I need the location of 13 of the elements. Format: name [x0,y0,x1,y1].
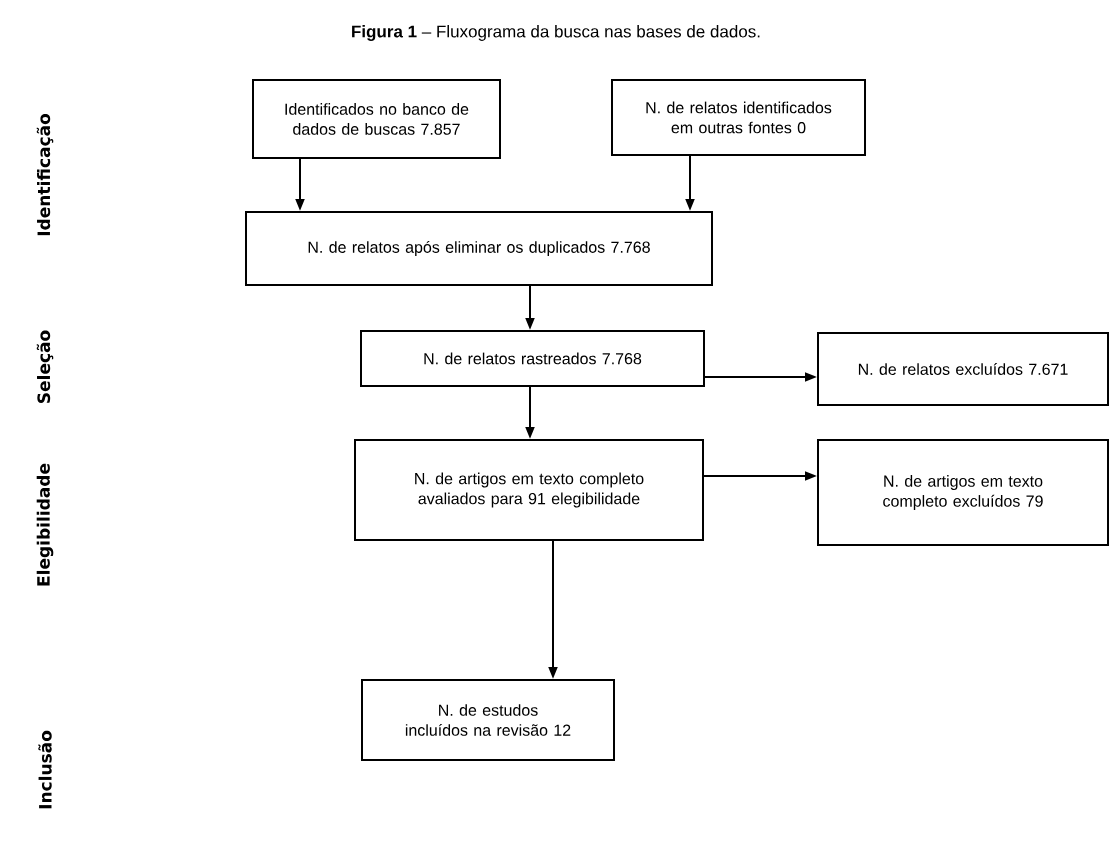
figure-title: Figura 1 – Fluxograma da busca nas bases de dados. [352,25,760,41]
stage-label: Seleção [36,330,54,403]
process-box: N. de relatos rastreados 7.768 [360,330,705,387]
process-box: N. de artigos em texto completo avaliados para 91 elegibilidade [354,439,704,541]
process-box: Identificados no banco de dados de buscas 7.857 [252,79,501,159]
process-box: N. de relatos excluídos 7.671 [817,332,1109,406]
process-box: N. de relatos identificados em outras fontes 0 [611,79,866,156]
process-box: N. de relatos após eliminar os duplicados 7.768 [245,211,713,286]
stage-label: Elegibilidade [36,463,54,586]
process-box: N. de artigos em texto completo excluídos 79 [817,439,1109,546]
stage-label: Inclusão [38,730,52,809]
process-box: N. de estudos incluídos na revisão 12 [361,679,615,761]
stage-label: Identificação [36,114,54,236]
